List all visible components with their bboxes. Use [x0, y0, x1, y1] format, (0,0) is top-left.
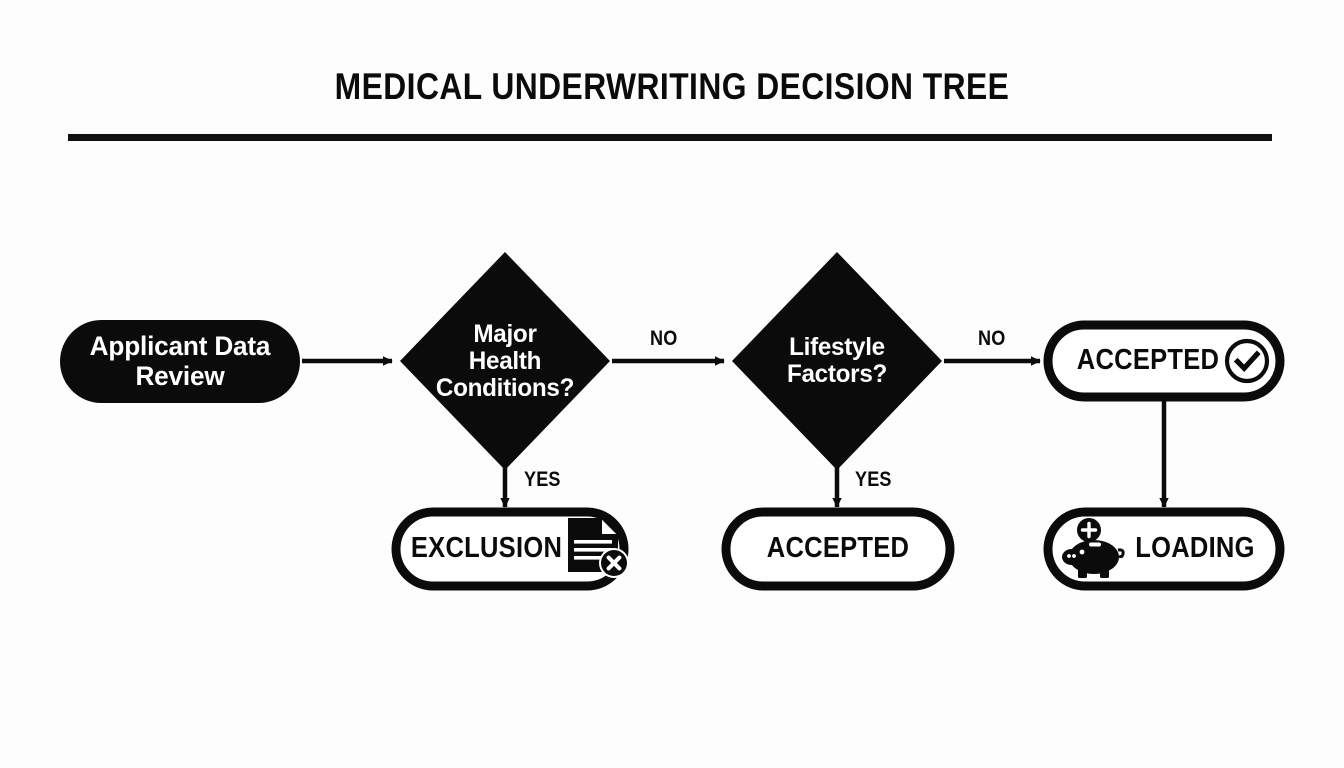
title-divider [68, 134, 1272, 141]
node-accepted-right[interactable] [1043, 320, 1285, 402]
edge-label-yes-1: YES [524, 468, 561, 491]
edge-label-no-2: NO [978, 327, 1006, 350]
node-start[interactable] [60, 320, 300, 403]
page-title: MEDICAL UNDERWRITING DECISION TREE [334, 66, 1010, 107]
node-accepted-middle[interactable] [721, 507, 955, 591]
node-decision-lifestyle[interactable] [732, 252, 942, 470]
edge-label-yes-2: YES [855, 468, 892, 491]
node-loading[interactable] [1043, 507, 1285, 591]
node-exclusion[interactable] [391, 507, 629, 591]
edge-label-no-1: NO [650, 327, 678, 350]
node-decision-health[interactable] [400, 252, 610, 470]
